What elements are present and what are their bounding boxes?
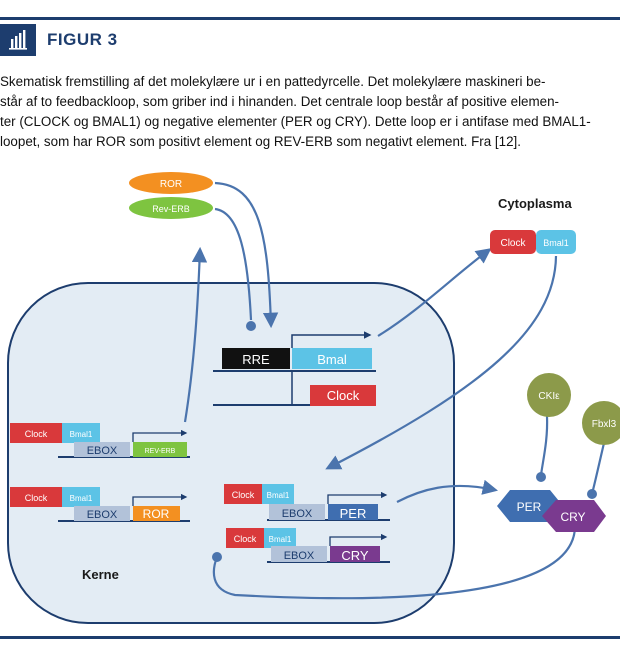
per-export-arrow xyxy=(396,479,499,503)
ebox-element xyxy=(271,546,327,562)
bar-chart-icon xyxy=(0,24,36,56)
reverb-inhibition-end xyxy=(246,321,256,331)
bmal-gene-label: Bmal xyxy=(317,352,347,367)
caption-line: står af to feedbackloop, som griber ind … xyxy=(0,94,560,109)
cry-protein xyxy=(542,500,606,532)
clock-protein-label: Clock xyxy=(232,490,255,500)
caption-line: Skematisk fremstilling af det molekylære… xyxy=(0,74,546,89)
cry-tss-arrow xyxy=(329,533,388,546)
clock-bmal-import-arrow xyxy=(325,255,558,470)
reverb-inhibition-line xyxy=(214,207,253,321)
figure-caption: Skematisk fremstilling af det molekylære… xyxy=(0,72,612,152)
bmal1-protein-label: Bmal1 xyxy=(70,494,93,503)
cyto-clock-label: Clock xyxy=(500,238,526,249)
ck1-to-per-line xyxy=(539,415,549,476)
bmal-export-arrow xyxy=(377,248,492,337)
per-cry-feedback-end xyxy=(212,552,222,562)
clock-protein-label: Clock xyxy=(234,534,257,544)
ror-activation-arrow xyxy=(214,181,279,329)
ror-gene xyxy=(133,506,180,521)
fbxl3-to-cry-line xyxy=(591,442,606,491)
cyto-bmal1-protein xyxy=(536,230,576,254)
caption-line: loopet, som har ROR som positivt element… xyxy=(0,134,521,149)
caption-line: ter (CLOCK og BMAL1) og negative element… xyxy=(0,114,591,129)
top-rule xyxy=(0,17,620,20)
cry-gene-label: CRY xyxy=(341,548,369,563)
fbxl3-label: Fbxl3 xyxy=(592,419,617,430)
fbxl3-ligase xyxy=(582,401,620,445)
bottom-rule xyxy=(0,636,620,639)
clock-gene xyxy=(310,385,376,406)
bmal-gene xyxy=(292,348,372,369)
ror-protein xyxy=(129,172,213,194)
cytoplasma-label: Cytoplasma xyxy=(498,196,572,211)
figure-title: FIGUR 3 xyxy=(47,30,118,49)
bmal1-protein-label: Bmal1 xyxy=(70,430,93,439)
reverb-gene-label: REV-ERB xyxy=(145,448,176,455)
clock-protein xyxy=(10,423,62,443)
ebox-element xyxy=(269,504,325,520)
ror-protein-label: ROR xyxy=(160,179,182,190)
bmal1-protein xyxy=(62,423,100,443)
per-cry-feedback-line xyxy=(212,525,577,600)
bmal1-protein xyxy=(264,528,296,548)
rre-label: RRE xyxy=(242,352,270,367)
clock-protein-label: Clock xyxy=(25,493,48,503)
reverb-tss-arrow xyxy=(132,429,188,442)
ebox-label: EBOX xyxy=(284,550,315,562)
rre-element xyxy=(222,348,290,369)
ror-gene-label: ROR xyxy=(143,507,170,521)
cyto-clock-protein xyxy=(490,230,536,254)
per-gene xyxy=(328,504,378,520)
clock-protein xyxy=(224,484,262,504)
cry-protein-label: CRY xyxy=(560,510,585,524)
bmal1-protein-label: Bmal1 xyxy=(269,535,292,544)
ebox-label: EBOX xyxy=(282,508,313,520)
clock-gene-label: Clock xyxy=(327,388,360,403)
cry-gene xyxy=(330,546,380,562)
reverb-gene xyxy=(133,442,187,457)
per-gene-label: PER xyxy=(340,506,367,521)
ck1-to-per-end xyxy=(536,472,546,482)
ebox-element xyxy=(74,442,130,457)
clock-protein xyxy=(10,487,62,507)
ror-tss-arrow xyxy=(132,493,188,506)
bmal1-protein-label: Bmal1 xyxy=(267,491,290,500)
fbxl3-to-cry-end xyxy=(587,489,597,499)
bmal-tss-arrow xyxy=(291,331,372,348)
reverb-protein-label: Rev-ERB xyxy=(152,204,190,214)
ck1-label: CKIε xyxy=(538,391,560,402)
kerne-label: Kerne xyxy=(82,567,119,582)
per-protein-label: PER xyxy=(517,500,542,514)
per-tss-arrow xyxy=(327,491,388,504)
ck1-kinase xyxy=(527,373,571,417)
reverb-protein xyxy=(129,197,213,219)
clock-protein xyxy=(226,528,264,548)
bmal1-protein xyxy=(262,484,294,504)
cyto-bmal1-label: Bmal1 xyxy=(543,238,569,248)
bmal1-protein xyxy=(62,487,100,507)
ebox-label: EBOX xyxy=(87,509,118,521)
reverb-to-protein-arrow xyxy=(183,246,208,423)
ebox-label: EBOX xyxy=(87,445,118,457)
clock-protein-label: Clock xyxy=(25,429,48,439)
ebox-element xyxy=(74,506,130,521)
